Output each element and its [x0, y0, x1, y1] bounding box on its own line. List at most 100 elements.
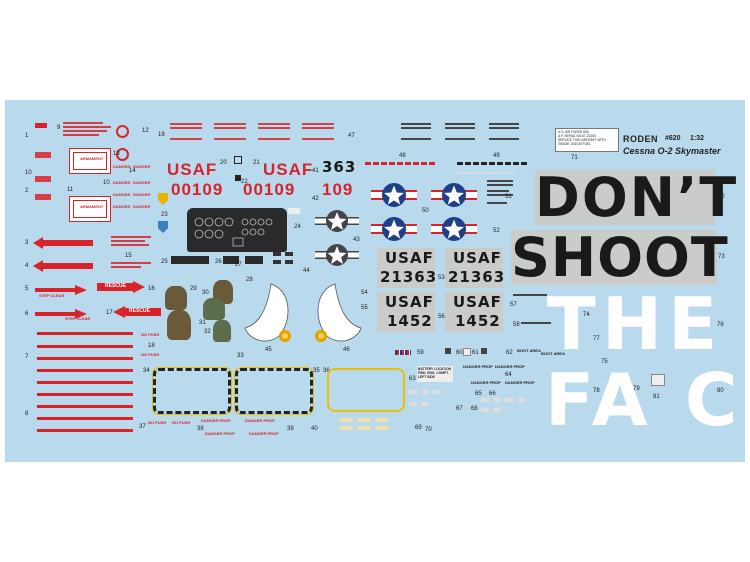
item-number: 17 — [106, 310, 113, 316]
item-number: 39 — [287, 426, 294, 432]
usaf-marking: USAF — [453, 249, 502, 267]
item-number: 68 — [471, 406, 478, 412]
boot-area-label: BOOT AREA — [517, 348, 541, 353]
bird-nose-art — [241, 280, 297, 348]
item-number: 10 — [25, 170, 32, 176]
arrow-decal — [33, 259, 93, 272]
usaf-marking: USAF — [167, 160, 218, 179]
item-number: 19 — [158, 132, 165, 138]
flag-decal — [395, 350, 411, 355]
small-box — [651, 374, 665, 386]
usaf-marking: USAF — [453, 293, 502, 311]
item-number: 5 — [25, 286, 29, 292]
item-number: 60 — [456, 350, 463, 356]
no-push-label: NO PUSH — [148, 420, 167, 425]
item-number: 61 — [472, 350, 479, 356]
usaf-marking: USAF — [385, 249, 434, 267]
item-number: 80 — [717, 388, 724, 394]
item-number: 36 — [323, 368, 330, 374]
red-stripe — [37, 417, 133, 420]
armament-label: ARMAMENT — [80, 204, 104, 209]
item-number: 37 — [139, 424, 146, 430]
serial-00109: 00109 — [243, 180, 296, 199]
serial-00109: 00109 — [171, 180, 224, 199]
squadron-badge — [158, 193, 168, 205]
item-number: 3 — [25, 240, 29, 246]
item-number: 74 — [583, 312, 590, 318]
item-number: 22 — [241, 179, 248, 185]
boot-area-label: BOOT AREA — [541, 351, 565, 356]
stencil-small — [513, 294, 547, 296]
red-stripe — [37, 429, 133, 432]
red-stripe — [37, 357, 133, 360]
serial-21363: 21363 — [448, 268, 506, 286]
slogan-shoot: SHOOT — [511, 226, 729, 289]
red-text-block — [111, 262, 151, 272]
slogan-fac: FA C — [545, 358, 744, 442]
character-decal — [165, 286, 187, 310]
item-number: 49 — [493, 153, 500, 159]
item-number: 24 — [294, 224, 301, 230]
roundel-color — [431, 182, 477, 208]
info-block-text: U.S. AIR FORCE 69A A.F. SERIAL NO.67-213… — [558, 130, 606, 146]
item-number: 21 — [253, 160, 260, 166]
item-number: 27 — [235, 262, 242, 268]
gauge-strip — [171, 256, 209, 264]
red-stripe — [37, 332, 133, 335]
item-number: 56 — [438, 314, 445, 320]
red-text-block — [63, 122, 111, 138]
item-number: 41 — [312, 168, 319, 174]
red-stripe — [37, 345, 133, 348]
item-number: 4 — [25, 263, 29, 269]
item-number: 44 — [303, 268, 310, 274]
danger-prop-label: DANGER PROP — [245, 418, 275, 423]
canopy-mask — [152, 367, 232, 415]
armament-panel: ARMAMENT — [69, 196, 111, 222]
step-clear-label: STEP CLEAR — [65, 316, 91, 321]
item-number: 75 — [601, 359, 608, 365]
item-number: 54 — [361, 290, 368, 296]
item-number: 73 — [718, 254, 725, 260]
slogan-dont: DON’T — [535, 166, 739, 229]
item-number: 81 — [653, 394, 660, 400]
danger-prop-label: DANGER PROP — [505, 380, 535, 385]
arrow-decal — [33, 236, 93, 249]
item-number: 6 — [25, 311, 29, 317]
item-number: 62 — [506, 350, 513, 356]
stencil-row — [401, 123, 531, 133]
item-number: 15 — [125, 253, 132, 259]
item-number: 31 — [199, 320, 206, 326]
placard-row — [170, 138, 360, 146]
battery-location-placard: BATTERY LOCATION FWD. ENG. COMPT. LEFT S… — [417, 366, 453, 382]
tail-number-109: 109 — [322, 180, 354, 199]
canopy-mask — [234, 367, 314, 415]
item-number: 26 — [215, 259, 222, 265]
gauge-strip — [223, 256, 239, 264]
usaf-serial-panel: USAF 21363 — [377, 248, 436, 288]
red-dash-strip — [365, 162, 437, 165]
item-number: 9 — [57, 125, 61, 131]
item-number: 67 — [456, 406, 463, 412]
item-number: 12 — [142, 128, 149, 134]
model-name: Cessna O-2 Skymaster — [623, 146, 721, 156]
no-push-label: NO PUSH — [141, 352, 160, 357]
black-dash-strip — [457, 162, 529, 165]
no-push-label: NO PUSH — [172, 420, 191, 425]
decal-sheet: U.S. AIR FORCE 69A A.F. SERIAL NO.67-213… — [5, 100, 745, 462]
usaf-serial-panel: USAF 1452 — [445, 292, 503, 332]
item-number: 53 — [438, 275, 445, 281]
rescue-label: RESCUE — [105, 283, 126, 289]
armament-panel: ARMAMENT — [69, 148, 111, 174]
placard-row — [170, 123, 360, 135]
item-number: 48 — [399, 153, 406, 159]
item-number: 38 — [197, 426, 204, 432]
roundel-color — [431, 216, 477, 242]
info-block: U.S. AIR FORCE 69A A.F. SERIAL NO.67-213… — [555, 128, 619, 152]
black-square-decal — [235, 175, 241, 181]
character-decal — [213, 320, 231, 342]
item-number: 16 — [148, 286, 155, 292]
item-number: 25 — [161, 259, 168, 265]
danger-prop-label: DANGER PROP — [205, 431, 235, 436]
red-ring-decal — [116, 148, 129, 161]
item-number: 23 — [161, 212, 168, 218]
